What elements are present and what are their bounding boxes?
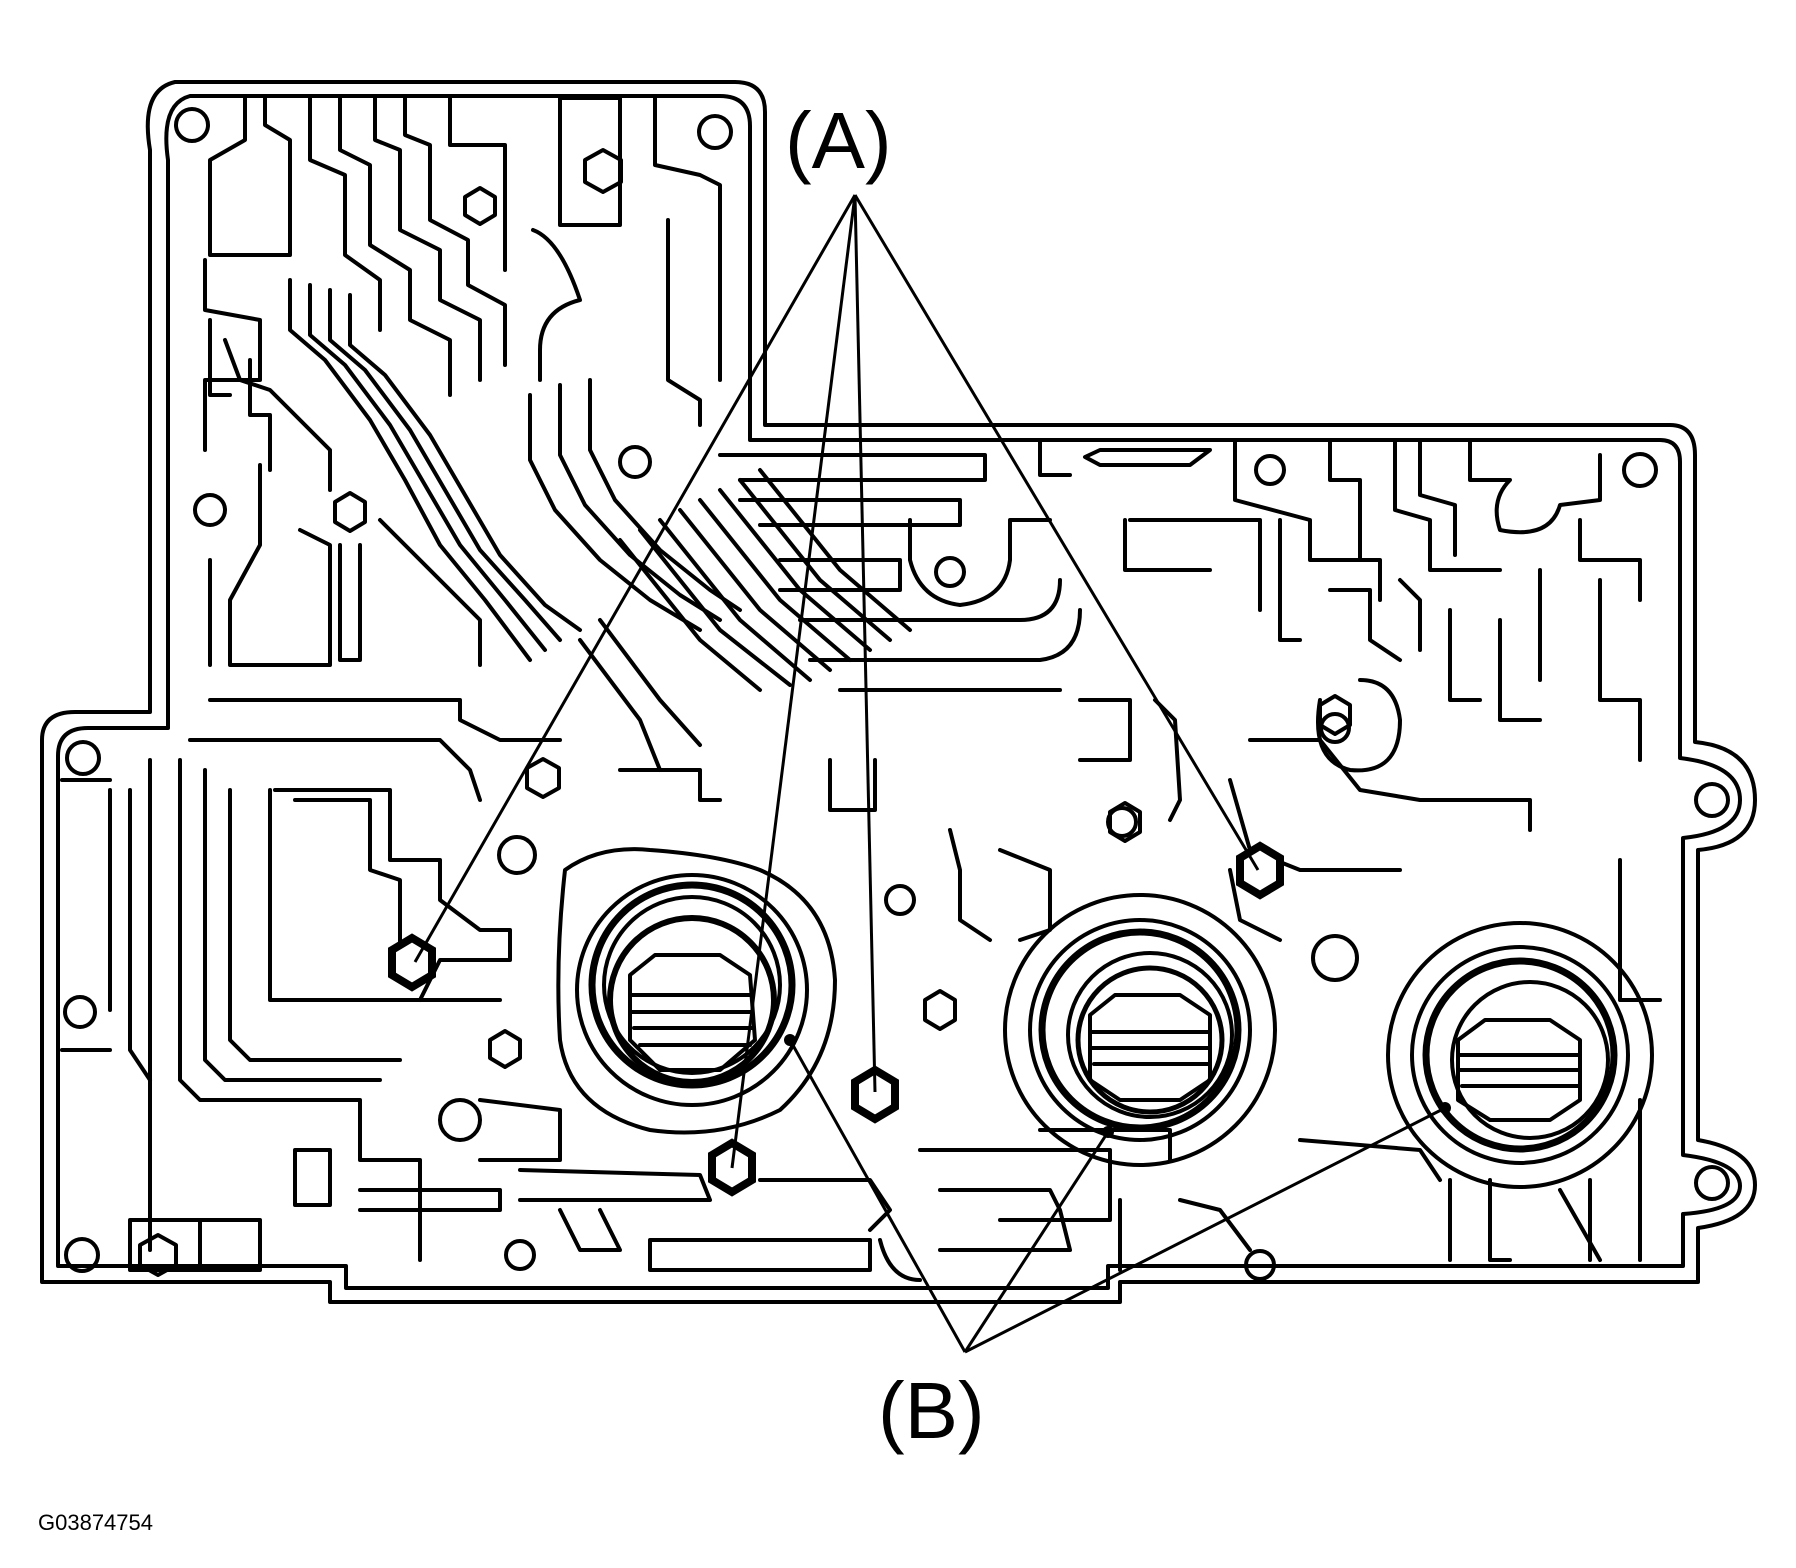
bolt-hole (1244, 1249, 1276, 1281)
accumulator-bore-middle (1003, 893, 1277, 1167)
bolt-hole (497, 835, 537, 875)
bolt-hole (438, 1098, 482, 1142)
bolt-hole (1311, 934, 1359, 982)
hex-hole (583, 148, 623, 194)
fluid-passages-lower-right (918, 698, 1602, 1272)
fluid-passages-right (1078, 438, 1662, 1262)
leader-lines-a (413, 194, 1260, 1169)
hex-hole (333, 491, 367, 533)
bolt-hole (504, 1239, 536, 1271)
accumulator-bore-left (556, 847, 837, 1135)
hex-hole (923, 989, 957, 1031)
hex-hole (525, 757, 561, 799)
bolt-hole (697, 114, 733, 150)
bolt-hole (1694, 1165, 1730, 1201)
hex-hole (488, 1029, 522, 1069)
valve-body-outline (40, 80, 1757, 1304)
hex-hole (1108, 801, 1142, 843)
leader-dot (784, 1034, 796, 1046)
bolt-hole (1319, 712, 1351, 744)
accumulator-bore-right (1386, 921, 1654, 1189)
bolt-hole (193, 493, 227, 527)
callout-label-b: (B) (878, 1366, 985, 1455)
check-ball (1236, 841, 1284, 900)
bolt-hole (63, 995, 97, 1029)
fluid-passages-center (578, 438, 1212, 812)
bolt-hole (1694, 782, 1730, 818)
hex-hole (138, 1233, 178, 1277)
fluid-passages-upper (203, 96, 742, 667)
bolt-hole (64, 1237, 100, 1273)
bolt-holes (63, 107, 1730, 1281)
bolt-hole (65, 740, 101, 776)
leader-lines-b (784, 1034, 1451, 1354)
figure-code: G03874754 (38, 1510, 153, 1535)
bolt-hole (934, 556, 966, 588)
leader-dot (1102, 1126, 1114, 1138)
bolt-hole (618, 445, 652, 479)
fluid-passages-lower-left (60, 698, 922, 1282)
hex-hole (463, 186, 497, 226)
bolt-hole (174, 107, 210, 143)
callout-label-a: (A) (785, 96, 892, 185)
bolt-hole (884, 884, 916, 916)
leader-dot (1439, 1102, 1451, 1114)
bolt-hole (1622, 452, 1658, 488)
bolt-hole (1254, 454, 1286, 486)
